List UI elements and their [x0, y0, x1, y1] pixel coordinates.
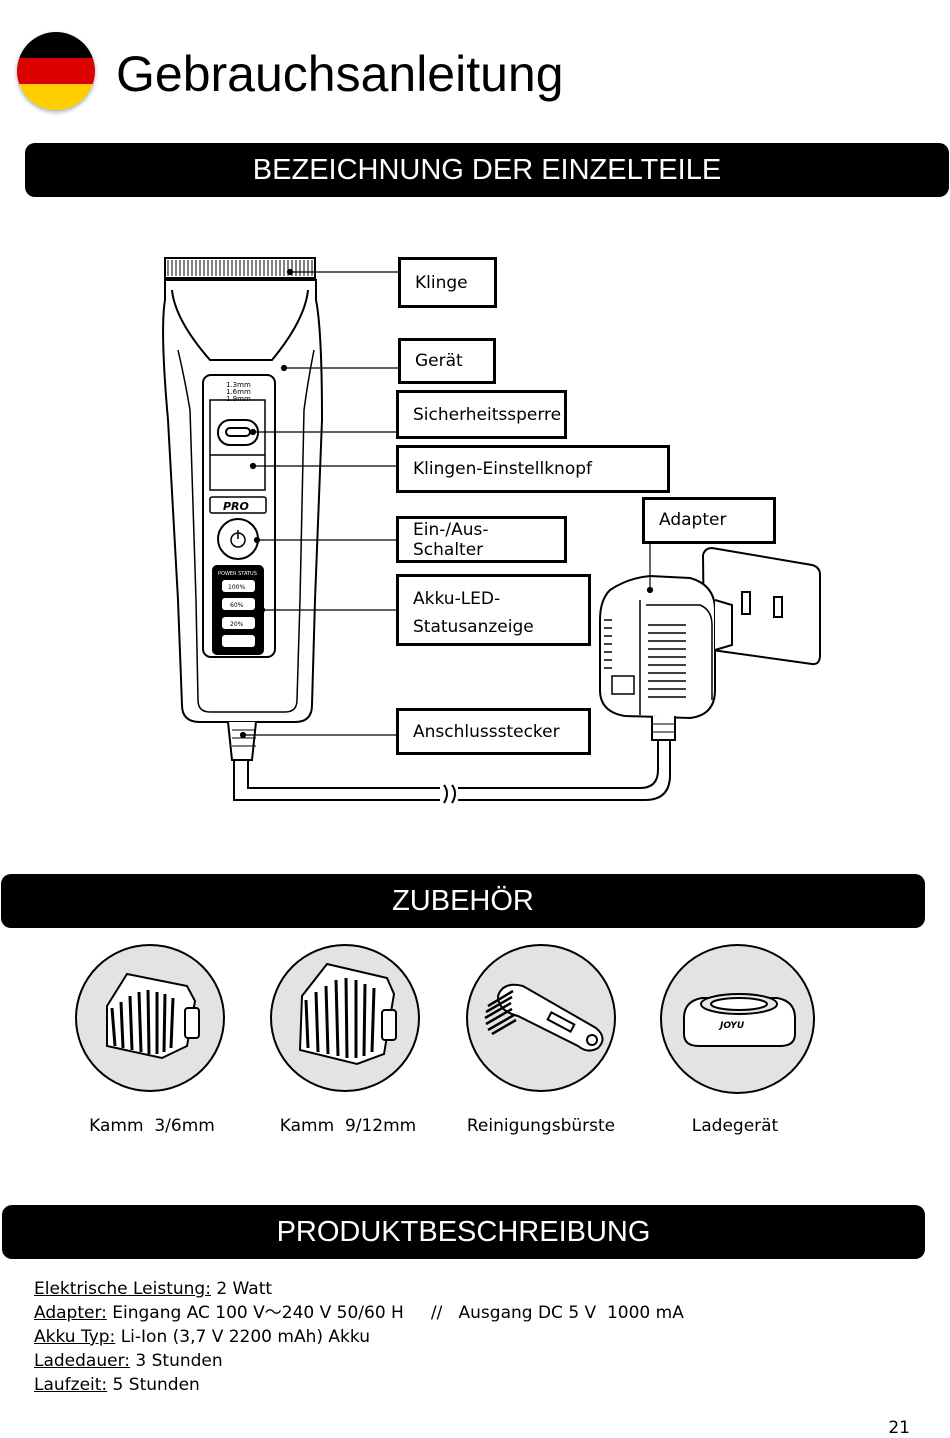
label-safety-lock: Sicherheitssperre: [396, 390, 567, 439]
accessory-comb-3-6: [75, 944, 225, 1092]
label-power-switch: Ein-/Aus-Schalter: [396, 516, 567, 563]
page-title: Gebrauchsanleitung: [116, 46, 564, 102]
pro-logo: PRO: [223, 500, 249, 513]
section-banner-accessories: ZUBEHÖR: [1, 874, 925, 928]
spec-battery: Akku Typ: Li-Ion (3,7 V 2200 mAh) Akku: [34, 1325, 684, 1349]
section-title-description: PRODUKTBESCHREIBUNG: [276, 1215, 651, 1248]
product-specs: Elektrische Leistung: 2 Watt Adapter: Ei…: [34, 1277, 684, 1397]
spec-runtime: Laufzeit: 5 Stunden: [34, 1373, 684, 1397]
label-blade-knob: Klingen-Einstellknopf: [396, 445, 670, 493]
spec-power-value: 2 Watt: [210, 1279, 273, 1299]
label-blade: Klinge: [398, 257, 497, 308]
spec-battery-label: Akku Typ:: [34, 1327, 116, 1347]
comb-icon: [106, 972, 200, 1060]
spec-adapter: Adapter: Eingang AC 100 V～240 V 50/60 H …: [34, 1301, 684, 1325]
label-led-line2: Statusanzeige: [413, 617, 534, 637]
spec-runtime-value: 5 Stunden: [107, 1375, 200, 1395]
accessory-comb-9-12: [270, 944, 420, 1092]
spec-runtime-label: Laufzeit:: [34, 1375, 108, 1395]
accessory-brush: [466, 944, 616, 1092]
spec-charge-value: 3 Stunden: [130, 1351, 223, 1371]
label-led-status: Akku-LED- Statusanzeige: [396, 574, 591, 646]
adapter-illustration: [599, 546, 821, 741]
spec-adapter-label: Adapter:: [34, 1303, 107, 1323]
label-adapter: Adapter: [642, 497, 776, 544]
spec-charge: Ladedauer: 3 Stunden: [34, 1349, 684, 1373]
label-led-line1: Akku-LED-: [413, 589, 501, 609]
hair-clipper-illustration: [162, 257, 671, 804]
size-1: 1.3mm: [226, 381, 251, 389]
spec-power-label: Elektrische Leistung:: [34, 1279, 211, 1299]
section-title-accessories: ZUBEHÖR: [392, 884, 534, 917]
accessory-label-brush: Reinigungsbürste: [466, 1116, 616, 1136]
accessory-label-charger: Ladegerät: [691, 1116, 779, 1136]
level-60: 60%: [230, 602, 244, 609]
spec-battery-value: Li-Ion (3,7 V 2200 mAh) Akku: [115, 1327, 370, 1347]
label-device: Gerät: [398, 338, 496, 384]
spec-adapter-value: Eingang AC 100 V～240 V 50/60 H // Ausgan…: [106, 1303, 684, 1323]
label-connector: Anschlussstecker: [396, 708, 591, 755]
accessory-charger: JOYU: [660, 944, 815, 1094]
level-100: 100%: [228, 584, 245, 591]
size-3: 1.9mm: [226, 395, 251, 403]
power-status-text: POWER STATUS: [218, 571, 257, 577]
brush-icon: [484, 983, 604, 1052]
spec-power: Elektrische Leistung: 2 Watt: [34, 1277, 684, 1301]
size-2: 1.6mm: [226, 388, 251, 396]
section-title-parts: BEZEICHNUNG DER EINZELTEILE: [252, 153, 722, 186]
comb-icon: [298, 962, 397, 1066]
charger-brand: JOYU: [718, 1021, 745, 1031]
accessory-label-comb-3-6: Kamm 3/6mm: [89, 1116, 215, 1136]
accessory-label-comb-9-12: Kamm 9/12mm: [279, 1116, 417, 1136]
level-20: 20%: [230, 621, 244, 628]
section-banner-description: PRODUKTBESCHREIBUNG: [2, 1205, 925, 1259]
parts-diagram: 1.3mm 1.6mm 1.9mm PRO POWER STATUS 100% …: [162, 257, 821, 804]
charger-icon: JOYU: [683, 993, 796, 1047]
section-banner-parts: BEZEICHNUNG DER EINZELTEILE: [25, 143, 949, 197]
page-number: 21: [888, 1418, 910, 1438]
spec-charge-label: Ladedauer:: [34, 1351, 130, 1371]
